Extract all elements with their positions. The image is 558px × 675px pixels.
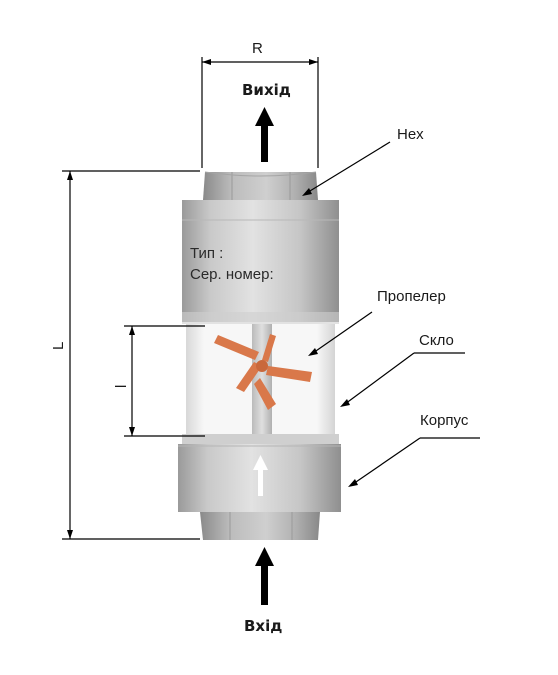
bottom-hex-nut <box>200 512 320 540</box>
dimension-L-line <box>62 170 200 540</box>
outlet-label: Вихід <box>242 81 291 99</box>
hex-leader-line <box>302 141 391 196</box>
propeller-rotor <box>214 334 312 410</box>
dimension-L-label: L <box>50 341 67 350</box>
glass-label: Скло <box>419 332 454 349</box>
serial-number-label: Сер. номер: <box>190 266 274 283</box>
glass-leader-line <box>340 352 465 407</box>
housing-label: Корпус <box>420 412 469 429</box>
dimension-l-label: l <box>113 384 130 388</box>
top-body-section <box>182 200 339 324</box>
dimension-l-line <box>124 325 205 437</box>
dimension-r-line <box>201 57 319 168</box>
propeller-label: Пропелер <box>377 288 446 305</box>
outlet-arrow-icon <box>255 107 274 162</box>
type-label: Тип : <box>190 245 224 262</box>
dimension-r-label: R <box>252 40 263 57</box>
inlet-label: Вхід <box>244 617 283 635</box>
body-flow-arrow <box>253 455 268 496</box>
housing-leader-line <box>348 437 480 487</box>
hex-label: Hex <box>397 126 424 143</box>
top-hex-nut <box>203 171 318 200</box>
inlet-arrow-icon <box>255 547 274 605</box>
propeller-leader-line <box>308 311 373 356</box>
